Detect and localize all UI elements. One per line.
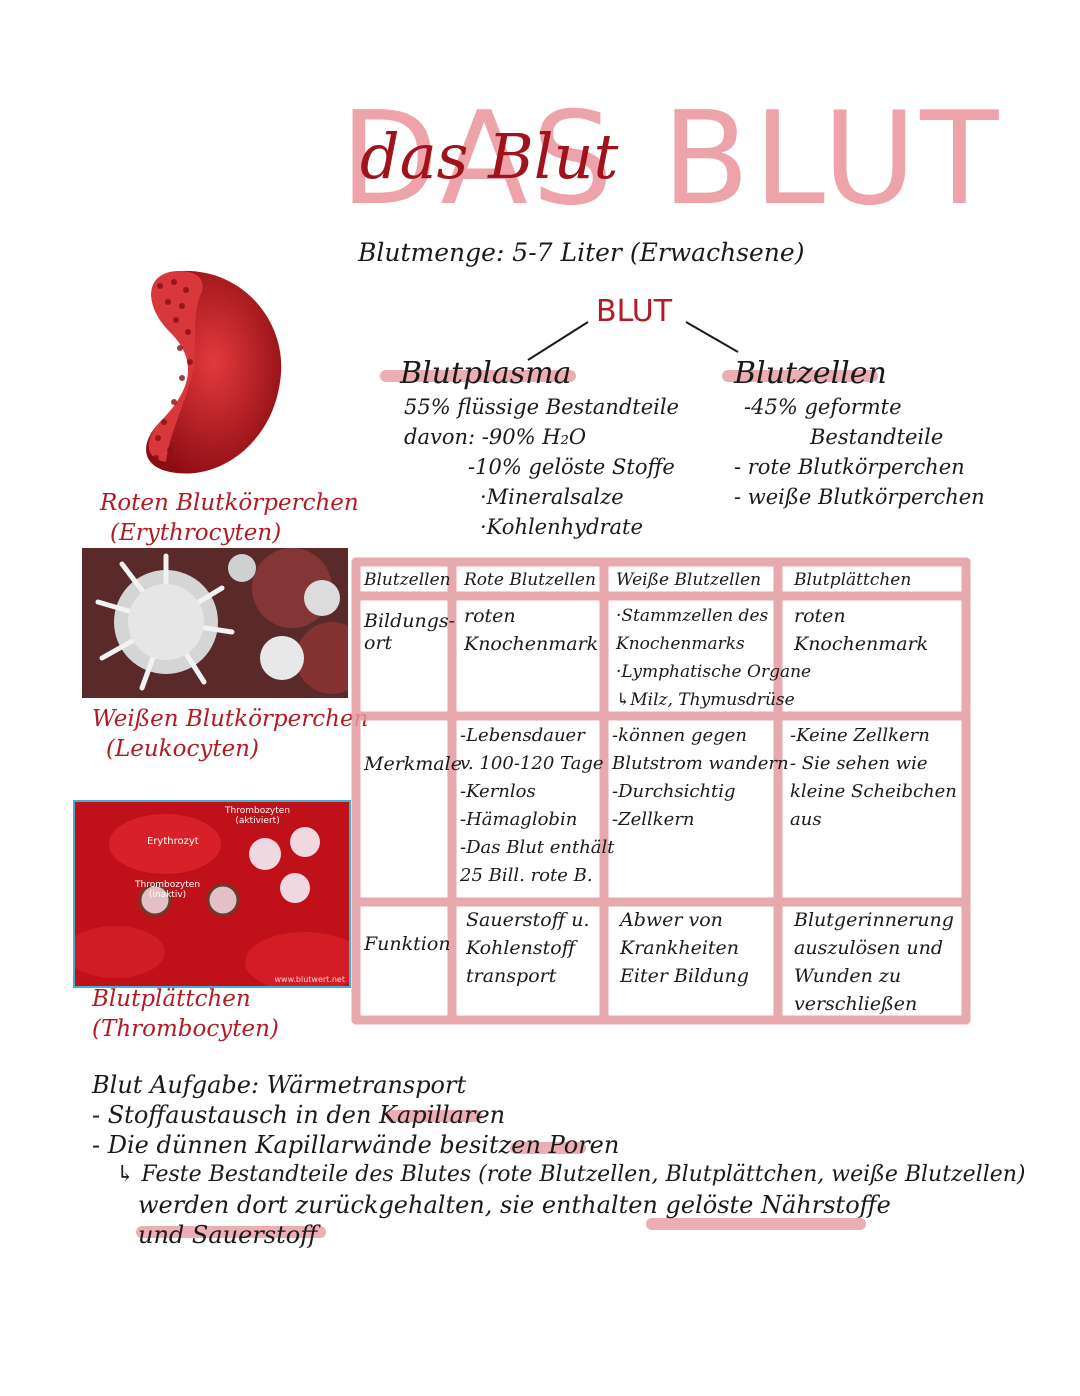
- rbc-caption: Roten Blutkörperchen (Erythrocyten): [100, 488, 359, 548]
- plasma-note: ·Mineralsalze: [480, 485, 624, 509]
- table-header: Rote Blutzellen: [464, 570, 596, 590]
- blutzellen-notes: -45% geformte Bestandteile - rote Blutkö…: [734, 392, 985, 512]
- note-line: - Die dünnen Kapillarwände besitzen Pore…: [92, 1131, 620, 1159]
- zellen-note: Bestandteile: [810, 425, 944, 449]
- table-header: Weiße Blutzellen: [616, 570, 762, 590]
- table-cell: Abwer von Krankheiten Eiter Bildung: [620, 909, 749, 987]
- table-cell: -Keine Zellkern - Sie sehen wie kleine S…: [790, 725, 957, 830]
- table-cell: Sauerstoff u. Kohlenstoff transport: [466, 909, 590, 987]
- table-cell: -Lebensdauer v. 100-120 Tage -Kernlos -H…: [460, 725, 615, 886]
- tree-branch-lines: [527, 321, 739, 361]
- caption-line: Blutplättchen: [92, 986, 251, 1012]
- note-line: Blut Aufgabe: Wärmetransport: [92, 1071, 467, 1099]
- caption-line: Roten Blutkörperchen: [100, 490, 359, 516]
- blood-cells-table: Blutzellen Rote Blutzellen Weiße Blutzel…: [350, 556, 972, 1026]
- table-header: Blutzellen: [364, 570, 451, 590]
- table-header: Blutplättchen: [794, 570, 912, 590]
- label-thrombozyten-inaktiv: Thrombozyten (inaktiv): [135, 880, 201, 900]
- caption-line: (Erythrocyten): [110, 520, 282, 546]
- table-row-label: Funktion: [364, 933, 451, 955]
- photo-source: www.blutwert.net: [274, 975, 345, 984]
- table-cell: roten Knochenmark: [794, 605, 929, 655]
- table-cell: roten Knochenmark: [464, 605, 599, 655]
- note-line: - Stoffaustausch in den Kapillaren: [92, 1101, 506, 1129]
- table-cell: Blutgerinnerung auszulösen und Wunden zu…: [794, 909, 954, 1015]
- platelet-caption: Blutplättchen (Thrombocyten): [92, 984, 279, 1044]
- highlight-poren: [510, 1142, 586, 1154]
- table-grid: [351, 557, 971, 1025]
- note-line: und Sauerstoff: [138, 1221, 318, 1249]
- zellen-note: - rote Blutkörperchen: [734, 455, 965, 479]
- note-line: ↳ Feste Bestandteile des Blutes (rote Bl…: [116, 1162, 1026, 1187]
- table-row-label: Bildungs- ort: [364, 610, 456, 654]
- plasma-note: 55% flüssige Bestandteile: [404, 395, 679, 419]
- red-blood-cell-illustration: [146, 270, 282, 474]
- bottom-notes: Blut Aufgabe: Wärmetransport - Stoffaust…: [92, 1070, 1026, 1250]
- plasma-note: ·Kohlenhydrate: [480, 515, 643, 539]
- highlight-blutplasma: [380, 370, 576, 382]
- blutplasma-notes: 55% flüssige Bestandteile davon: -90% H₂…: [404, 392, 679, 542]
- caption-line: (Thrombocyten): [92, 1016, 279, 1042]
- caption-line: Weißen Blutkörperchen: [92, 706, 369, 732]
- branch-blutzellen: Blutzellen: [734, 356, 887, 391]
- branch-blutplasma: Blutplasma: [400, 356, 572, 391]
- zellen-note: - weiße Blutkörperchen: [734, 485, 985, 509]
- table-cell: -können gegen Blutstrom wandern -Durchsi…: [612, 725, 789, 830]
- plasma-note: davon: -90% H₂O: [404, 425, 587, 449]
- highlight-naehrstoffe: [646, 1218, 866, 1230]
- zellen-note: -45% geformte: [744, 395, 902, 419]
- page-title-print: DAS BLUT: [340, 85, 1003, 234]
- white-blood-cell-photo: [82, 548, 348, 698]
- table-cell: ·Stammzellen des Knochenmarks ·Lymphatis…: [616, 606, 812, 710]
- table-row-label: Merkmale: [364, 753, 462, 775]
- highlight-sauerstoff: [136, 1226, 326, 1238]
- highlight-kapillaren: [386, 1110, 482, 1122]
- blood-volume-note: Blutmenge: 5-7 Liter (Erwachsene): [358, 238, 805, 267]
- label-erythrozyt: Erythrozyt: [147, 836, 199, 847]
- label-thrombozyten-aktiv: Thrombozyten (aktiviert): [225, 806, 291, 826]
- note-line: werden dort zurückgehalten, sie enthalte…: [138, 1191, 891, 1219]
- caption-line: (Leukocyten): [106, 736, 259, 762]
- plasma-note: -10% gelöste Stoffe: [468, 455, 675, 479]
- page-title-script: das Blut: [360, 120, 619, 193]
- highlight-blutzellen: [722, 370, 878, 382]
- platelet-photo: Erythrozyt Thrombozyten (aktiviert) Thro…: [73, 800, 351, 988]
- tree-root-label: BLUT: [596, 294, 673, 329]
- wbc-caption: Weißen Blutkörperchen (Leukocyten): [92, 704, 368, 764]
